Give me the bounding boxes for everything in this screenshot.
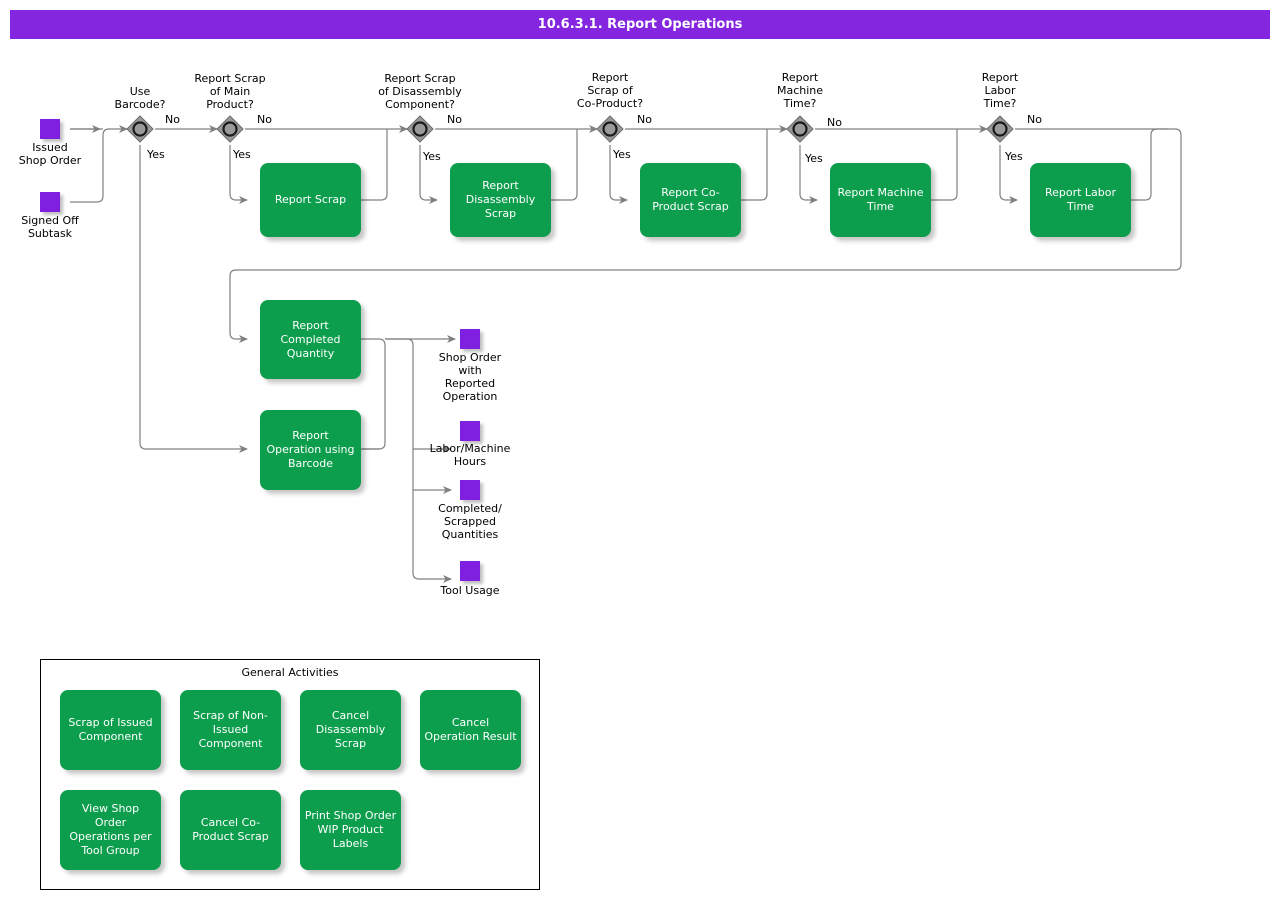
gateway-report-scrap-disassembly-component-label: Report Scrap of Disassembly Component? [378,72,462,111]
data-object-completed-scrapped-quantities-label: Completed/ Scrapped Quantities [438,502,502,541]
gateway-report-scrap-main-product-no-label: No [257,113,272,126]
gateway-report-scrap-disassembly-component[interactable] [405,114,435,144]
activity-view-shop-order-operations-per-tool-group[interactable]: View Shop Order Operations per Tool Grou… [60,790,161,870]
data-object-tool-usage-label: Tool Usage [440,584,500,597]
activity-print-shop-order-wip-product-labels[interactable]: Print Shop Order WIP Product Labels [300,790,401,870]
data-object-signed-off-subtask-label: Signed Off Subtask [21,214,79,240]
task-report-completed-quantity[interactable]: Report Completed Quantity [260,300,361,379]
page-title-bar: 10.6.3.1. Report Operations [10,10,1270,39]
task-report-co-product-scrap[interactable]: Report Co- Product Scrap [640,163,741,237]
data-object-issued-shop-order[interactable] [40,119,60,139]
activity-scrap-of-issued-component[interactable]: Scrap of Issued Component [60,690,161,770]
gateway-report-labor-time-no-label: No [1027,113,1042,126]
gateway-report-labor-time-label: Report Labor Time? [981,71,1019,110]
task-report-operation-using-barcode[interactable]: Report Operation using Barcode [260,410,361,490]
gateway-use-barcode[interactable] [125,114,155,144]
gateway-report-machine-time-no-label: No [827,116,842,129]
gateway-report-scrap-main-product-yes-label: Yes [233,148,251,161]
activity-cancel-operation-result[interactable]: Cancel Operation Result [420,690,521,770]
gateway-use-barcode-label: Use Barcode? [114,85,166,111]
activity-scrap-of-non-issued-component[interactable]: Scrap of Non- Issued Component [180,690,281,770]
data-object-labor-machine-hours-label: Labor/Machine Hours [429,442,511,468]
task-report-disassembly-scrap[interactable]: Report Disassembly Scrap [450,163,551,237]
data-object-tool-usage[interactable] [460,561,480,581]
gateway-report-scrap-co-product-no-label: No [637,113,652,126]
data-object-labor-machine-hours[interactable] [460,421,480,441]
data-object-shop-order-with-reported-operation[interactable] [460,329,480,349]
gateway-use-barcode-yes-label: Yes [147,148,165,161]
data-object-issued-shop-order-label: Issued Shop Order [18,141,82,167]
data-object-shop-order-with-reported-operation-label: Shop Order with Reported Operation [438,351,502,403]
data-object-signed-off-subtask[interactable] [40,192,60,212]
general-activities-title: General Activities [241,666,339,679]
page-title: 10.6.3.1. Report Operations [537,17,743,32]
task-report-machine-time[interactable]: Report Machine Time [830,163,931,237]
activity-cancel-disassembly-scrap[interactable]: Cancel Disassembly Scrap [300,690,401,770]
activity-cancel-co-product-scrap[interactable]: Cancel Co- Product Scrap [180,790,281,870]
gateway-report-scrap-co-product-label: Report Scrap of Co-Product? [576,71,644,110]
gateway-report-machine-time-yes-label: Yes [805,152,823,165]
gateway-report-scrap-main-product[interactable] [215,114,245,144]
task-report-scrap[interactable]: Report Scrap [260,163,361,237]
gateway-report-scrap-disassembly-component-yes-label: Yes [423,150,441,163]
gateway-report-scrap-co-product-yes-label: Yes [613,148,631,161]
gateway-report-scrap-disassembly-component-no-label: No [447,113,462,126]
data-object-completed-scrapped-quantities[interactable] [460,480,480,500]
gateway-report-labor-time[interactable] [985,114,1015,144]
gateway-use-barcode-no-label: No [165,113,180,126]
gateway-report-scrap-main-product-label: Report Scrap of Main Product? [194,72,266,111]
gateway-report-machine-time-label: Report Machine Time? [776,71,824,110]
gateway-report-labor-time-yes-label: Yes [1005,150,1023,163]
gateway-report-scrap-co-product[interactable] [595,114,625,144]
gateway-report-machine-time[interactable] [785,114,815,144]
task-report-labor-time[interactable]: Report Labor Time [1030,163,1131,237]
